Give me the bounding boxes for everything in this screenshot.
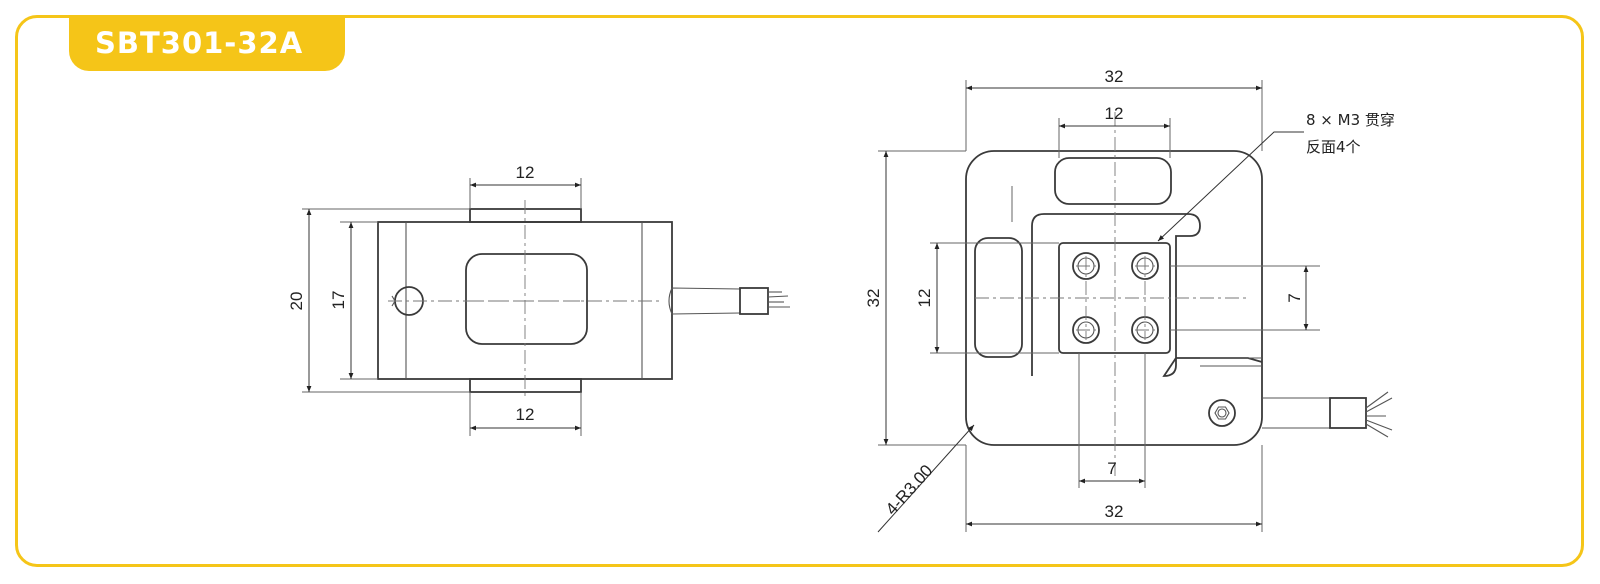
hole bbox=[1072, 252, 1100, 280]
side-dim-top: 12 bbox=[516, 163, 535, 182]
front-cable-sleeve bbox=[1329, 397, 1367, 429]
front-dim-bottom-inner: 7 bbox=[1107, 459, 1116, 478]
side-dim-height-inner: 17 bbox=[329, 291, 348, 310]
side-top-pad bbox=[469, 208, 582, 223]
radius-note: 4-R3.00 bbox=[882, 461, 937, 519]
side-window bbox=[465, 253, 588, 345]
product-title: SBT301-32A bbox=[95, 26, 304, 60]
front-body bbox=[965, 150, 1263, 446]
front-dim-left-height: 32 bbox=[864, 289, 883, 308]
front-cable bbox=[1262, 397, 1330, 429]
front-dim-hole-vertical: 12 bbox=[915, 289, 934, 308]
front-dim-hole-right: 7 bbox=[1285, 293, 1304, 302]
side-bottom-pad bbox=[469, 378, 582, 393]
hole bbox=[1131, 252, 1159, 280]
hole-note-line1: 8 × M3 贯穿 bbox=[1306, 111, 1395, 129]
radius-leader bbox=[877, 424, 975, 533]
drawing-frame bbox=[15, 15, 1584, 567]
hole-note-leader bbox=[1157, 131, 1304, 242]
front-view: 32 12 32 12 7 7 32 4-R3.00 8 × M3 贯穿 反面4… bbox=[864, 67, 1395, 533]
title-tab: SBT301-32A bbox=[69, 15, 345, 71]
front-dim-bottom-width: 32 bbox=[1105, 502, 1124, 521]
side-cable bbox=[668, 287, 741, 315]
side-cable-sleeve bbox=[739, 287, 769, 315]
front-dim-top-width: 32 bbox=[1105, 67, 1124, 86]
front-s-cut bbox=[1031, 213, 1263, 377]
hole-note-line2: 反面4个 bbox=[1306, 138, 1361, 156]
side-dim-bottom: 12 bbox=[516, 405, 535, 424]
front-bolt bbox=[1208, 399, 1236, 427]
front-left-slot bbox=[974, 237, 1023, 358]
front-top-slot bbox=[1054, 157, 1172, 205]
side-dim-height-outer: 20 bbox=[287, 292, 306, 311]
front-dim-top-inner: 12 bbox=[1105, 104, 1124, 123]
side-view: 12 12 20 17 bbox=[287, 163, 790, 436]
